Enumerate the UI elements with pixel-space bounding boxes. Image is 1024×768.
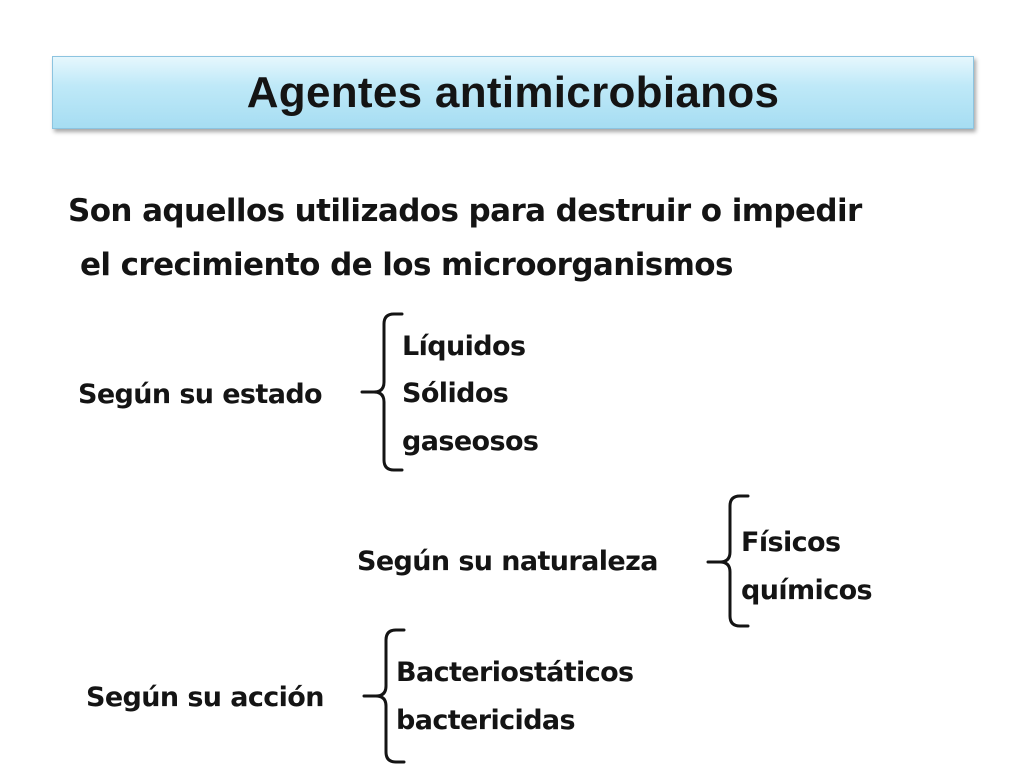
title-box: Agentes antimicrobianos	[52, 56, 974, 129]
intro-line-2: el crecimiento de los microorganismos	[80, 247, 733, 283]
naturaleza-item-quimicos: químicos	[741, 575, 873, 606]
accion-item-bactericidas: bactericidas	[396, 705, 576, 736]
group-naturaleza-label: Según su naturaleza	[357, 546, 658, 577]
group-accion-label: Según su acción	[86, 682, 324, 713]
brace-accion	[362, 628, 406, 764]
brace-naturaleza	[706, 494, 750, 628]
estado-item-liquidos: Líquidos	[402, 331, 526, 362]
naturaleza-item-fisicos: Físicos	[741, 527, 841, 558]
estado-item-solidos: Sólidos	[402, 378, 509, 409]
brace-estado	[360, 312, 404, 472]
intro-line-1: Son aquellos utilizados para destruir o …	[68, 193, 862, 229]
group-estado-label: Según su estado	[78, 379, 323, 410]
accion-item-bacteriostaticos: Bacteriostáticos	[396, 657, 634, 688]
slide-title: Agentes antimicrobianos	[246, 67, 780, 117]
estado-item-gaseosos: gaseosos	[402, 426, 539, 457]
